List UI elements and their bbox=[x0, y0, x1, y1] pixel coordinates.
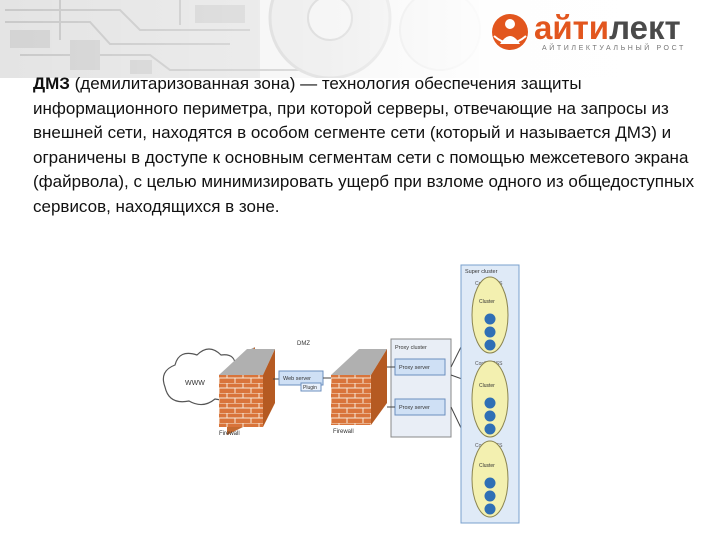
proxy-cluster-label: Proxy cluster bbox=[395, 345, 427, 351]
super-cluster-label: Super cluster bbox=[465, 269, 498, 275]
proxy-server-label: Proxy server bbox=[399, 365, 430, 371]
cluster-label: Cluster bbox=[479, 383, 495, 389]
cluster-node bbox=[484, 410, 496, 422]
cluster-node bbox=[484, 326, 496, 338]
logo-tagline: АЙТИЛЕКТУАЛЬНЫЙ РОСТ bbox=[542, 45, 686, 52]
term-dmz: ДМЗ bbox=[33, 74, 70, 93]
cluster-node bbox=[484, 477, 496, 489]
cluster-group: Config. DSS Cluster bbox=[471, 440, 509, 518]
cluster-node bbox=[484, 397, 496, 409]
dmz-network-diagram: WWW Firewall Web server Plugin DMZ Fire bbox=[155, 263, 522, 525]
www-label: WWW bbox=[185, 380, 205, 387]
cluster-node bbox=[484, 339, 496, 351]
cluster-group: Config. DSS Cluster bbox=[471, 276, 509, 354]
firewall-right: Firewall bbox=[331, 349, 387, 435]
cluster-node bbox=[484, 490, 496, 502]
header-background bbox=[0, 0, 720, 78]
cluster-label: Cluster bbox=[479, 299, 495, 305]
plugin-label: Plugin bbox=[303, 385, 317, 391]
definition-paragraph: ДМЗ (демилитаризованная зона) — технолог… bbox=[33, 72, 703, 219]
cluster-node bbox=[484, 503, 496, 515]
cluster-node bbox=[484, 313, 496, 325]
aitilekt-logo: айтилект АЙТИЛЕКТУАЛЬНЫЙ РОСТ bbox=[490, 8, 718, 58]
dmz-label: DMZ bbox=[297, 341, 310, 347]
firewall-left-label: Firewall bbox=[219, 431, 240, 437]
term-expansion: (демилитаризованная зона) bbox=[69, 74, 296, 93]
proxy-server-label: Proxy server bbox=[399, 405, 430, 411]
logo-wordmark: айтилект bbox=[534, 9, 681, 46]
firewall-left: Firewall bbox=[219, 347, 275, 437]
em-dash: — bbox=[295, 74, 322, 93]
definition-text: технология обеспечения защиты информацио… bbox=[33, 74, 695, 216]
person-icon bbox=[492, 14, 528, 50]
web-server-label: Web server bbox=[283, 376, 311, 382]
super-cluster: Super cluster Config. DSS Cluster Config… bbox=[460, 264, 520, 524]
cluster-node bbox=[484, 423, 496, 435]
dmz-diagram-svg: WWW Firewall Web server Plugin DMZ Fire bbox=[155, 263, 522, 525]
firewall-right-label: Firewall bbox=[333, 429, 354, 435]
cluster-label: Cluster bbox=[479, 463, 495, 469]
web-server-box: Web server Plugin bbox=[278, 370, 324, 392]
cluster-group: Config. DSS Cluster bbox=[471, 360, 509, 438]
proxy-cluster: Proxy cluster Proxy server Proxy server bbox=[390, 338, 452, 438]
